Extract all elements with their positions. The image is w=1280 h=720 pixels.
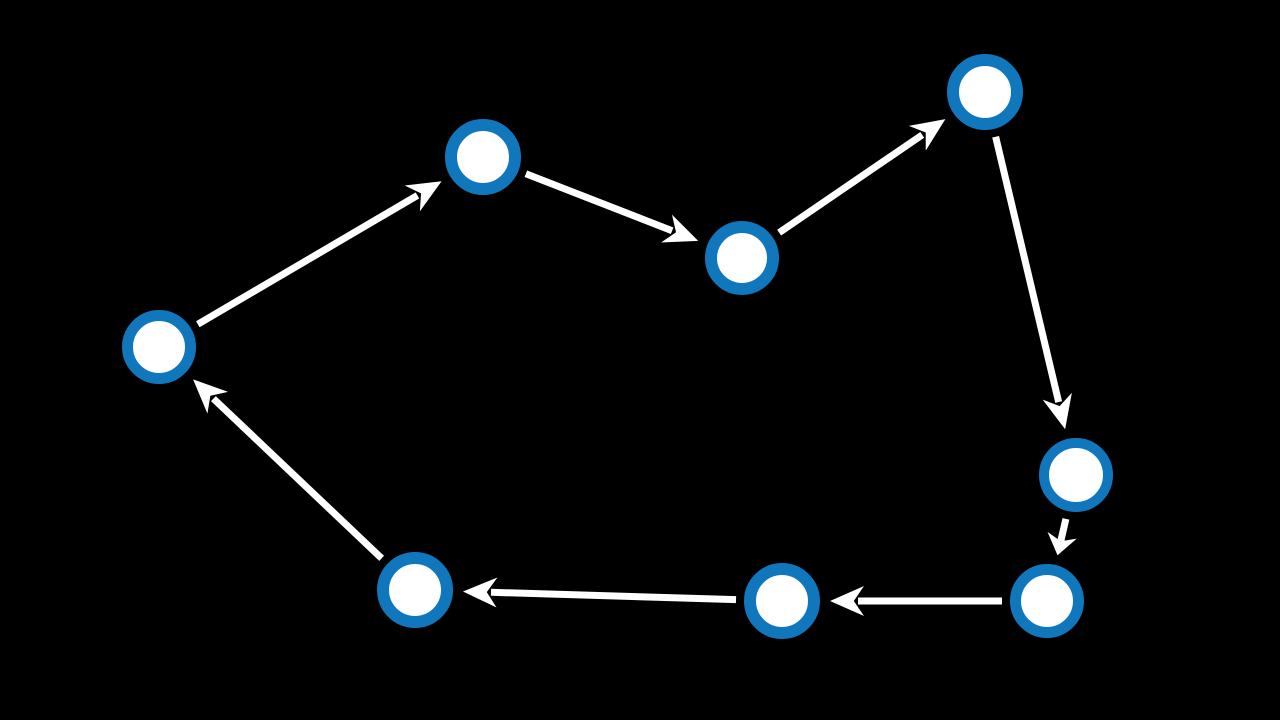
graph-node[interactable] [122, 310, 196, 384]
edge-arrowhead [661, 214, 699, 243]
graph-node[interactable] [1039, 438, 1113, 512]
edge-shaft [777, 131, 925, 236]
edge-arrowhead [462, 577, 498, 608]
graph-edge[interactable] [1047, 518, 1077, 556]
edge-layer [193, 119, 1077, 616]
edge-shaft [196, 192, 420, 328]
graph-edge[interactable] [196, 181, 442, 328]
edge-arrowhead [193, 379, 229, 414]
edge-arrowhead [830, 586, 864, 616]
edge-arrowhead [404, 181, 442, 212]
graph-edge[interactable] [830, 586, 1002, 616]
node-circle[interactable] [1039, 438, 1113, 512]
graph-node[interactable] [744, 563, 820, 639]
graph-node[interactable] [947, 54, 1023, 130]
node-circle[interactable] [947, 54, 1023, 130]
graph-edge[interactable] [992, 135, 1072, 430]
edge-shaft [210, 396, 385, 561]
graph-edge[interactable] [524, 170, 699, 243]
node-circle[interactable] [705, 221, 779, 295]
graph-edge[interactable] [462, 577, 737, 608]
edge-shaft [992, 135, 1063, 403]
graph-edge[interactable] [777, 119, 946, 236]
edge-arrowhead [1047, 531, 1077, 556]
node-circle[interactable] [1010, 564, 1084, 638]
edge-shaft [524, 170, 674, 235]
node-circle[interactable] [445, 119, 521, 195]
node-layer [122, 54, 1113, 639]
node-circle[interactable] [377, 552, 453, 628]
edge-shaft [1057, 518, 1070, 542]
graph-node[interactable] [445, 119, 521, 195]
node-circle[interactable] [744, 563, 820, 639]
graph-node[interactable] [377, 552, 453, 628]
graph-node[interactable] [705, 221, 779, 295]
graph-node[interactable] [1010, 564, 1084, 638]
graph-edge[interactable] [193, 379, 385, 561]
node-circle[interactable] [122, 310, 196, 384]
edge-arrowhead [908, 119, 946, 151]
edge-arrowhead [1042, 392, 1072, 430]
edge-shaft [490, 588, 737, 604]
